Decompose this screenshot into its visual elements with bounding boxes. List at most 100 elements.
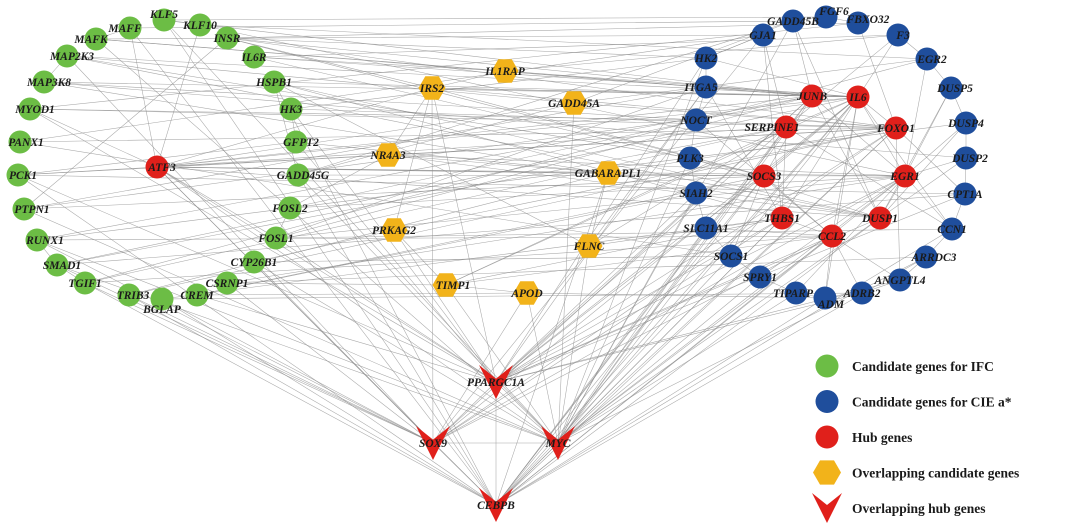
edge-map2k3-gadd45a (66, 55, 575, 104)
edge-il6-cebpb (495, 96, 859, 506)
edge-foxo1-gabarapl1 (607, 127, 897, 174)
edge-il6r-f3 (253, 34, 899, 58)
circle-marker (800, 84, 824, 108)
node-label: DUSP2 (951, 153, 988, 165)
node-ppargc1a: PPARGC1A (467, 365, 525, 399)
node-label: FGF6 (818, 6, 849, 18)
node-bglap: BGLAP (142, 287, 182, 316)
circle-marker (150, 287, 174, 311)
node-gadd45b: GADD45B (767, 9, 819, 33)
circle-marker (915, 47, 939, 71)
edge-serpine1-tgif1 (84, 126, 787, 284)
edge-cebpb-slc11a1 (495, 227, 707, 506)
edge-ptpn1-insr (23, 37, 228, 210)
edge-ccl2-timp1 (445, 235, 833, 286)
node-label: TIMP1 (436, 280, 471, 292)
hexagon-marker (575, 234, 603, 258)
hexagon-marker (380, 218, 408, 242)
circle-marker (684, 108, 708, 132)
circle-marker (264, 226, 288, 250)
edge-dusp1-dusp2 (879, 157, 967, 219)
edge-myc-runx1 (36, 239, 559, 444)
edge-egr1-dusp4 (904, 122, 967, 177)
node-label: FLNC (573, 241, 605, 253)
edge-socs3-ppargc1a (495, 175, 765, 383)
edge-ptpn1-itga5 (23, 86, 707, 210)
edge-socs3-insr (226, 37, 765, 177)
node-cyp26b1: CYP26B1 (231, 250, 277, 274)
node-hk2: HK2 (694, 46, 718, 70)
node-dusp4: DUSP4 (947, 111, 984, 135)
edge-ppargc1a-pck1 (17, 174, 497, 383)
node-label: PCK1 (9, 170, 37, 182)
node-label: PLK3 (676, 153, 704, 165)
node-label: SOCS3 (747, 171, 782, 183)
edge-serpine1-gja1 (762, 34, 787, 128)
circle-marker (820, 224, 844, 248)
node-label: PANX1 (8, 137, 44, 149)
node-socs3: SOCS3 (747, 164, 782, 188)
edge-map3k8-dusp2 (43, 81, 967, 159)
node-label: SOX9 (419, 438, 447, 450)
edge-atf3-junb (156, 95, 813, 168)
node-fosl1: FOSL1 (257, 226, 294, 250)
circle-marker (719, 244, 743, 268)
hexagon-marker (513, 281, 541, 305)
edge-cebpb-adm (495, 297, 826, 506)
node-label: HK3 (279, 104, 303, 116)
node-label: ITGA5 (683, 82, 717, 94)
edge-foxo1-insr (226, 37, 897, 129)
node-label: MAP3K8 (26, 77, 71, 89)
node-label: KLF5 (149, 9, 178, 21)
node-label: GADD45G (277, 170, 330, 182)
edge-il1rap-junb (504, 70, 813, 97)
edge-cebpb-ccn1 (495, 228, 953, 506)
circle-marker (781, 9, 805, 33)
node-label: DUSP5 (936, 83, 973, 95)
edge-crem-apod (196, 292, 528, 296)
node-label: MYC (545, 438, 571, 450)
edge-il6-map2k3 (66, 55, 859, 98)
edge-hspb1-gadd45g (273, 81, 299, 176)
edge-egr1-klf10 (199, 24, 906, 177)
edge-il6-irs2 (431, 87, 859, 98)
node-hk3: HK3 (279, 97, 303, 121)
edge-panx1-socs1 (19, 141, 732, 257)
node-label: ADRB2 (842, 288, 880, 300)
circle-marker (185, 283, 209, 307)
edge-myc-ptpn1 (23, 208, 559, 444)
node-myod1: MYOD1 (14, 97, 55, 121)
circle-marker (73, 271, 97, 295)
edge-il6-ccn1 (857, 96, 953, 230)
edge-foxo1-myc (557, 127, 897, 444)
node-insr: INSR (213, 26, 241, 50)
circle-marker (884, 116, 908, 140)
circle-marker (284, 130, 308, 154)
edge-flnc-itga5 (588, 86, 707, 247)
edge-irs2-prkag2 (393, 87, 433, 231)
node-label: SERPINE1 (745, 122, 800, 134)
node-trib3: TRIB3 (117, 283, 150, 307)
edge-il6-socs3 (763, 96, 859, 177)
edge-timp1-apod (445, 284, 528, 294)
edge-ccl2-cebpb (495, 235, 833, 506)
node-label: NOCT (679, 115, 712, 127)
edge-il6-sox9 (432, 96, 859, 444)
node-label: CCL2 (818, 231, 846, 243)
edge-crem-siah2 (196, 192, 697, 296)
node-label: TGIF1 (68, 278, 101, 290)
node-foxo1: FOXO1 (876, 116, 915, 140)
edge-sox9-map2k3 (66, 55, 434, 444)
edge-gabarapl1-flnc (588, 172, 609, 247)
node-gadd45g: GADD45G (277, 163, 330, 187)
edge-ppargc1a-adrb2 (495, 292, 863, 383)
edge-cebpb-maff (129, 27, 497, 506)
circle-marker (914, 245, 938, 269)
node-label: SMAD1 (43, 260, 81, 272)
circle-marker (152, 8, 176, 32)
edge-il6-smad1 (56, 96, 859, 266)
node-serpine1: SERPINE1 (745, 115, 800, 139)
edge-csrnp1-arrdc3 (226, 256, 927, 284)
edge-map2k3-plk3 (66, 55, 691, 159)
